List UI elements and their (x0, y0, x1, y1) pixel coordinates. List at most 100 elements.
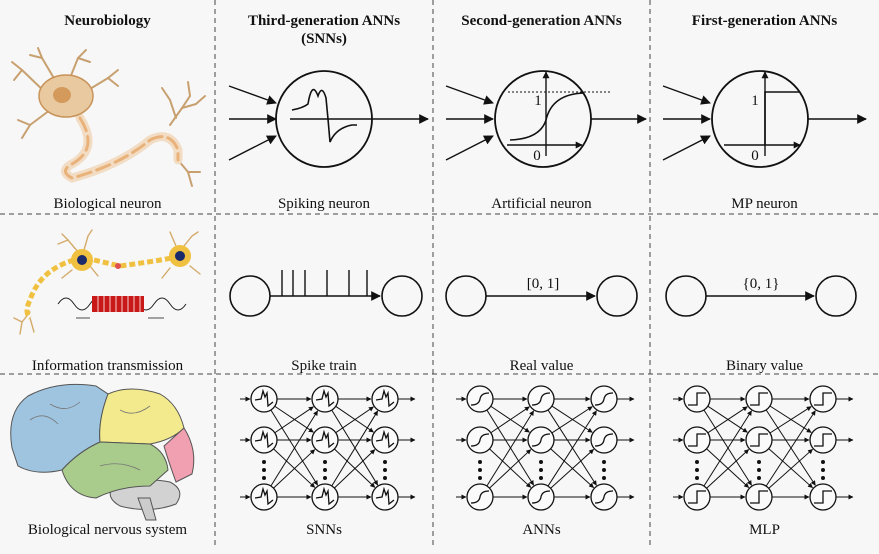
real-value-range: [0, 1] (526, 276, 560, 292)
ann-node (527, 483, 555, 511)
ann-connection (490, 406, 530, 434)
label-information-transmission: Information transmission (31, 358, 184, 374)
snn-node (311, 385, 339, 413)
header-third-generation: Third-generation ANNs (SNNs) (215, 12, 433, 48)
ann-ellipsis-dot (478, 476, 482, 480)
mlp-ellipsis-dot (757, 476, 761, 480)
header-third-generation-line1: Third-generation ANNs (247, 13, 401, 29)
brain-illustration (10, 383, 195, 521)
label-mlp: MLP (749, 522, 780, 538)
snn-ellipsis-dot (262, 468, 266, 472)
header-second-generation: Second-generation ANNs (461, 13, 622, 29)
information-transmission-illustration (13, 229, 201, 335)
spike-train-target-node (381, 275, 423, 317)
mlp-connection (765, 410, 816, 487)
snn-ellipsis-dot (383, 460, 387, 464)
ann-node (590, 426, 618, 454)
ann-node (466, 483, 494, 511)
mlp-ellipsis-dot (821, 476, 825, 480)
axon-left (24, 257, 75, 320)
mlp-node (809, 385, 837, 413)
mp-input-arrow-3 (662, 135, 711, 161)
step-function (764, 91, 800, 145)
artificial-input-arrow-1 (445, 85, 494, 105)
mlp-node (683, 483, 711, 511)
ann-ellipsis-dot (539, 476, 543, 480)
mp-input-arrow-1 (662, 85, 711, 105)
spike-train-pulses (281, 270, 368, 296)
artificial-input-arrow-3 (445, 135, 494, 161)
mlp-ellipsis-dot (821, 468, 825, 472)
binary-value-source-node (665, 275, 707, 317)
ann-node (590, 385, 618, 413)
snn-node (371, 426, 399, 454)
mlp-ellipsis-dot (821, 460, 825, 464)
snn-ellipsis-dot (262, 460, 266, 464)
mlp-connection (707, 406, 748, 434)
artificial-axis-zero: 0 (533, 148, 541, 164)
label-biological-nervous-system: Biological nervous system (27, 522, 188, 538)
snn-connection (273, 449, 316, 489)
label-spike-train: Spike train (291, 358, 357, 374)
snn-node (250, 483, 278, 511)
mlp-node (809, 426, 837, 454)
mlp-ellipsis-dot (757, 468, 761, 472)
snn-ellipsis-dot (383, 476, 387, 480)
ann-node (466, 385, 494, 413)
ann-ellipsis-dot (478, 460, 482, 464)
snn-node (371, 385, 399, 413)
sigmoid-curve (509, 92, 585, 141)
real-value-diagram (445, 275, 638, 317)
label-biological-neuron: Biological neuron (53, 196, 162, 212)
mp-axis-zero: 0 (751, 148, 759, 164)
ann-ellipsis-dot (478, 468, 482, 472)
snn-ellipsis-dot (323, 468, 327, 472)
mlp-connection (768, 448, 813, 489)
ann-ellipsis-dot (539, 468, 543, 472)
snn-node (250, 385, 278, 413)
ann-ellipsis-dot (602, 468, 606, 472)
snn-ellipsis-dot (323, 460, 327, 464)
mp-neuron-diagram (662, 70, 867, 168)
mlp-node (745, 483, 773, 511)
mlp-node (809, 483, 837, 511)
spiking-input-arrow-3 (228, 135, 277, 161)
mlp-connection (769, 406, 812, 434)
label-anns: ANNs (522, 522, 561, 538)
spike-waveform (291, 88, 357, 143)
snn-node (311, 426, 339, 454)
spiking-neuron-diagram (228, 70, 429, 168)
label-real-value: Real value (509, 358, 574, 374)
mlp-ellipsis-dot (695, 476, 699, 480)
artificial-neuron-body (494, 70, 592, 168)
axon-right (93, 255, 173, 269)
artificial-neuron-diagram (445, 70, 647, 168)
snn-connection (331, 410, 379, 487)
binary-value-diagram (665, 275, 857, 317)
mlp-node (745, 426, 773, 454)
ann-node (590, 483, 618, 511)
ann-ellipsis-dot (602, 460, 606, 464)
label-mp-neuron: MP neuron (731, 196, 798, 212)
real-value-source-node (445, 275, 487, 317)
mlp-ellipsis-dot (757, 460, 761, 464)
snn-network (240, 385, 416, 511)
label-spiking-neuron: Spiking neuron (277, 196, 371, 212)
header-first-generation: First-generation ANNs (691, 13, 838, 29)
ann-connection (547, 410, 597, 487)
mlp-node (683, 385, 711, 413)
spike-train-diagram (229, 270, 423, 317)
ann-node (527, 385, 555, 413)
pulse-burst (92, 296, 144, 312)
mlp-ellipsis-dot (695, 468, 699, 472)
ann-network (456, 385, 635, 511)
label-snns: SNNs (306, 522, 342, 538)
mlp-connection (703, 410, 752, 487)
snn-node (250, 426, 278, 454)
header-neurobiology: Neurobiology (64, 13, 151, 29)
network-diagrams (240, 385, 854, 511)
snn-ellipsis-dot (383, 468, 387, 472)
ann-ellipsis-dot (539, 460, 543, 464)
binary-value-target-node (815, 275, 857, 317)
